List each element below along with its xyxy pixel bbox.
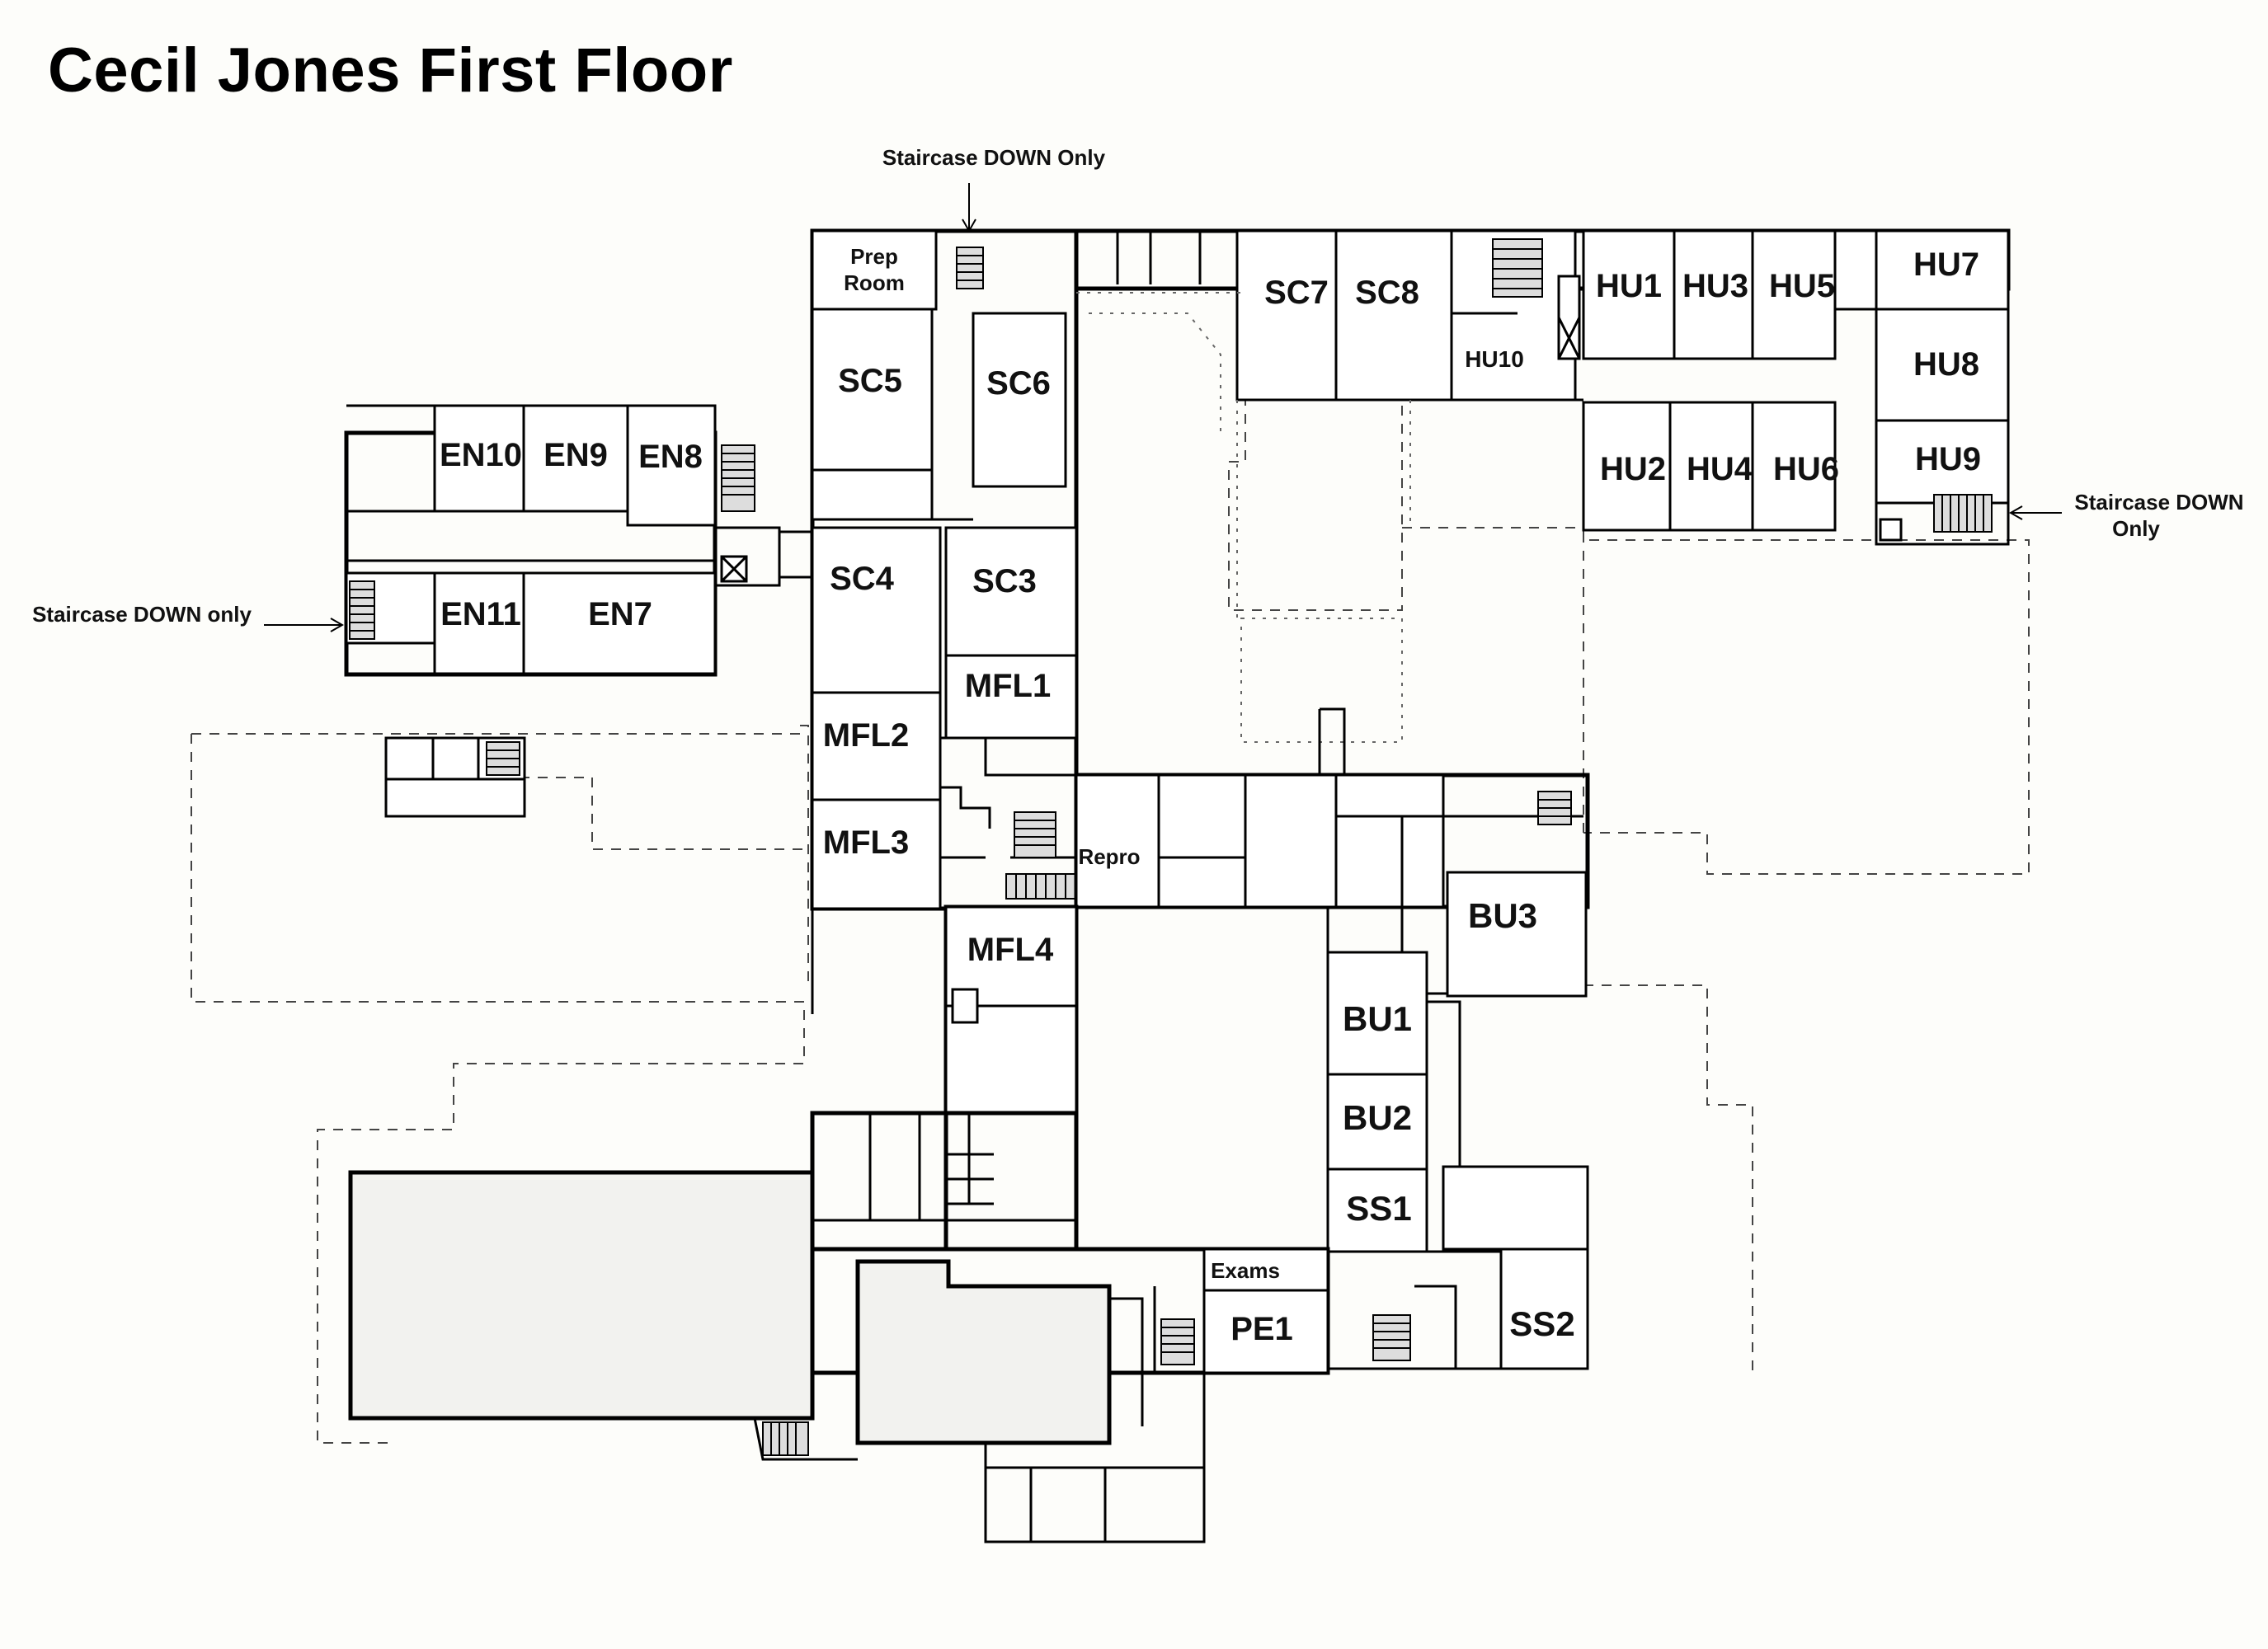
room-mfl3[interactable] [811,798,942,910]
staircase-ss [1372,1314,1411,1361]
room-label-sc7: SC7 [1264,275,1329,311]
room-hu4[interactable] [1668,401,1754,532]
staircase-en-left [349,580,375,640]
room-label-sc6: SC6 [986,365,1051,402]
page-title: Cecil Jones First Floor [48,35,733,106]
room-label-ss1: SS1 [1346,1189,1411,1228]
room-label-hu4: HU4 [1687,451,1753,487]
room-label-bu2: BU2 [1343,1098,1412,1137]
room-label-mfl1: MFL1 [965,668,1051,704]
room-label-hu3: HU3 [1682,268,1748,304]
room-label-en7: EN7 [588,596,652,632]
room-hu3[interactable] [1673,229,1754,360]
room-label-sc4: SC4 [830,561,895,597]
staircase-hu10 [1492,238,1543,298]
room-label-en8: EN8 [638,439,703,475]
main-hall [855,1259,1112,1445]
staircase-left-label: Staircase DOWN only [32,602,252,627]
room-hu6[interactable] [1751,401,1837,532]
room-label-bu1: BU1 [1343,999,1412,1038]
room-repro[interactable] [1075,773,1160,909]
room-label-sc3: SC3 [972,563,1037,599]
room-prep[interactable] [811,229,938,311]
room-en11[interactable] [433,571,525,675]
staircase-prep [956,247,984,289]
room-label-hu9: HU9 [1915,441,1981,477]
room-label-hu1: HU1 [1596,268,1662,304]
staircase-repro [1014,811,1056,858]
humanities-block [1074,228,2011,546]
room-sc5[interactable] [811,308,934,472]
business-block [1326,871,1589,1370]
room-label-exams: Exams [1211,1258,1280,1283]
room-label-mfl4: MFL4 [967,932,1054,968]
room-label-hu2: HU2 [1600,451,1666,487]
lower-block [348,1111,1330,1543]
room-hu7[interactable] [1875,229,2010,311]
room-hu2[interactable] [1582,401,1672,532]
english-block [344,404,781,677]
annotation-arrows [264,183,2062,632]
room-sc6[interactable] [972,312,1067,488]
external-dashed-outlines [191,396,2030,1444]
room-en7[interactable] [522,571,717,675]
science-mfl-block [810,228,1079,911]
staircase-lower-left [762,1421,809,1456]
room-label-hu7: HU7 [1913,247,1979,283]
room-label-repro: Repro [1078,844,1140,869]
room-ss1[interactable] [1326,1167,1428,1253]
room-labels: Prep Room SC5 SC6 SC7 SC8 HU10 HU1 HU3 H… [440,244,1981,1347]
room-label-sc8: SC8 [1355,275,1419,311]
staircase-right-label-1: Staircase DOWN [2074,490,2243,514]
room-label-prep-1: Prep [850,244,898,269]
staircase-hu9 [1933,494,1993,533]
staircase-top-label: Staircase DOWN Only [882,145,1106,170]
room-mfl1[interactable] [944,654,1078,740]
room-label-pe1: PE1 [1230,1311,1293,1347]
room-hu8[interactable] [1875,308,2010,422]
room-label-en9: EN9 [543,437,608,473]
room-sc8[interactable] [1334,229,1453,402]
room-bu1[interactable] [1326,951,1428,1076]
room-label-bu3: BU3 [1468,896,1537,935]
room-hu9[interactable] [1875,419,2010,505]
room-label-hu8: HU8 [1913,346,1979,383]
small-annex [384,736,526,818]
room-label-prep-2: Room [844,270,905,295]
room-sc7[interactable] [1235,229,1338,402]
room-label-mfl3: MFL3 [823,824,909,861]
sports-hall [348,1170,815,1421]
room-label-mfl2: MFL2 [823,717,909,754]
middle-block [1074,707,1590,909]
room-ss2[interactable] [1499,1247,1589,1370]
room-pe1[interactable] [1202,1289,1329,1374]
room-label-sc5: SC5 [838,363,902,399]
staircase-pe [1160,1318,1195,1365]
room-label-hu10: HU10 [1465,346,1524,372]
room-en9[interactable] [522,404,629,513]
staircase-right-label-2: Only [2112,516,2160,541]
room-bu3[interactable] [1446,871,1588,998]
room-sc4[interactable] [811,526,942,694]
room-label-en10: EN10 [440,437,522,473]
annotation-labels: Staircase DOWN Only Staircase DOWN only … [32,145,2244,627]
room-label-en11: EN11 [440,596,521,632]
room-bu2[interactable] [1326,1073,1428,1171]
room-label-ss2: SS2 [1509,1304,1574,1343]
room-label-hu6: HU6 [1773,451,1839,487]
room-label-hu5: HU5 [1769,268,1835,304]
staircase-en-right [721,444,755,512]
